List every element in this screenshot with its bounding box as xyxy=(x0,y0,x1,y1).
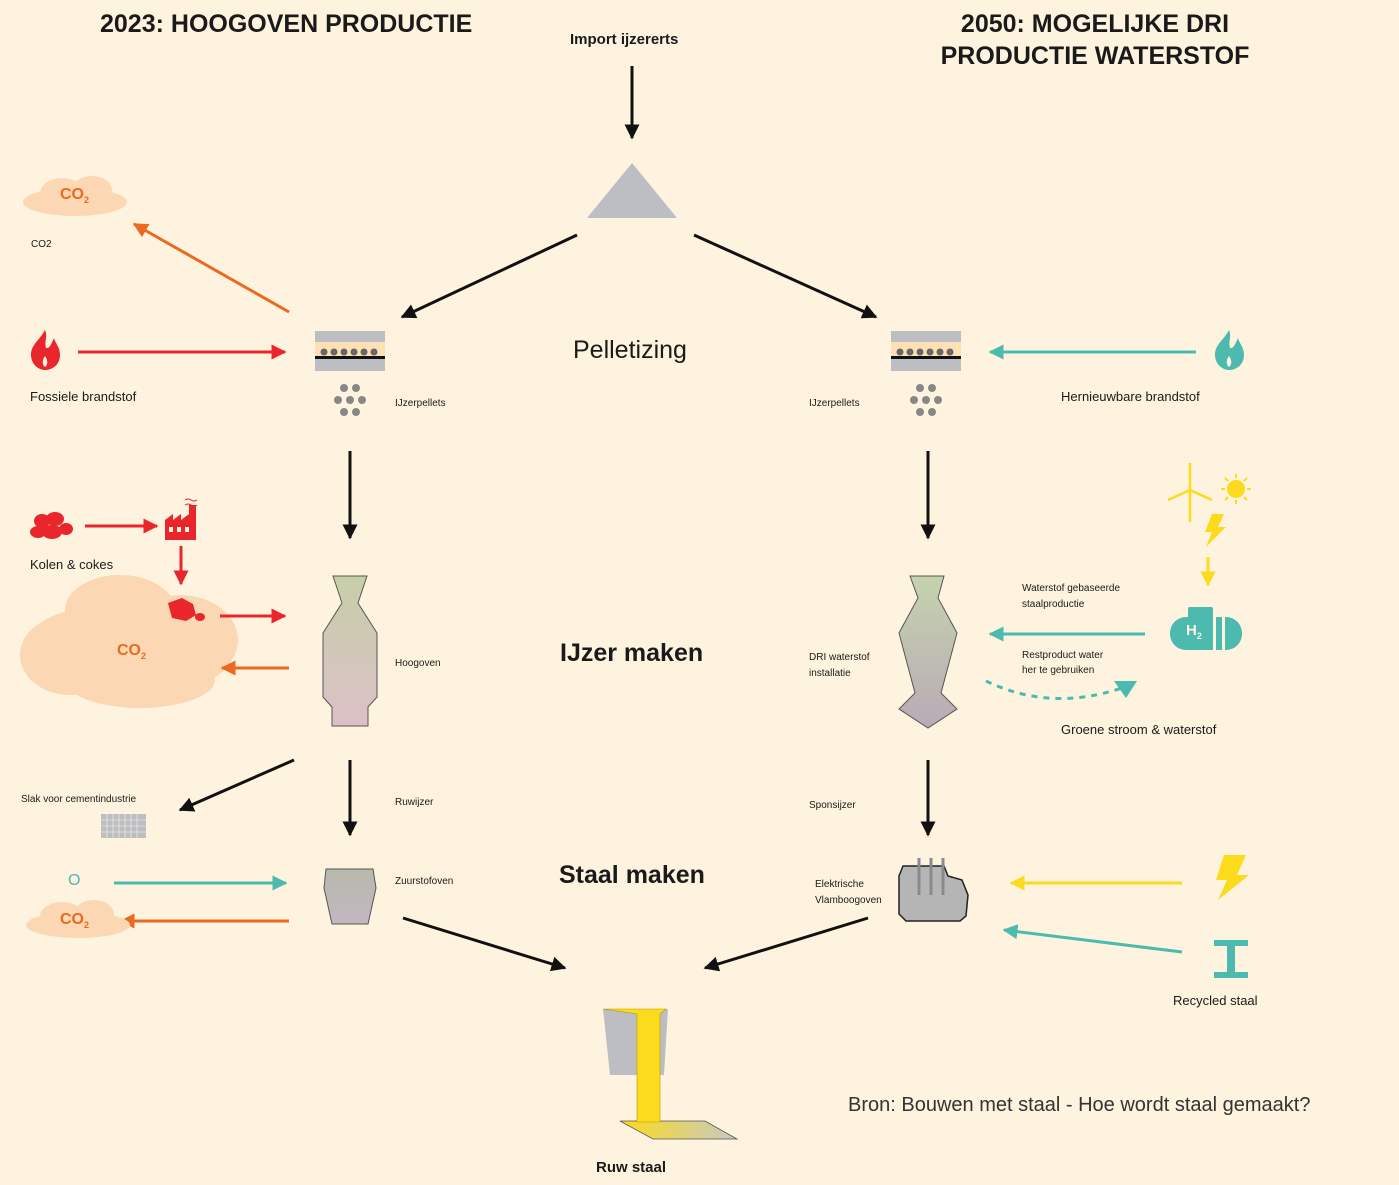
zuurstofoven-label: Zuurstofoven xyxy=(395,876,454,887)
stage-ijzer-maken: IJzer maken xyxy=(560,639,704,667)
wind-turbine-icon xyxy=(1167,463,1213,522)
sponsijzer-label: Sponsijzer xyxy=(809,800,856,811)
groene-stroom-label: Groene stroom & waterstof xyxy=(1061,722,1217,737)
ruw-staal-label: Ruw staal xyxy=(596,1159,667,1176)
arrow-eaf-to-staal xyxy=(703,916,869,972)
slak-label: Slak voor cementindustrie xyxy=(21,794,137,805)
hernieuwbare-brandstof-label: Hernieuwbare brandstof xyxy=(1061,389,1200,404)
coal-icon xyxy=(30,512,73,539)
arrow-to-left-pellet xyxy=(400,233,578,319)
pelletizer-right-icon xyxy=(891,331,961,371)
electric-arc-furnace-icon xyxy=(898,865,969,922)
arrow-water-return xyxy=(985,679,1123,700)
co2-cloud-big-label: CO2 xyxy=(117,642,147,662)
arrow-co2-up xyxy=(132,222,290,314)
title-right: 2050: MOGELIJKE DRI PRODUCTIE WATERSTOF xyxy=(940,10,1250,70)
hoogoven-label: Hoogoven xyxy=(395,658,441,669)
arrow-water-return-head xyxy=(1114,681,1137,698)
blast-furnace-icon xyxy=(322,575,378,727)
co2-cloud-big-icon xyxy=(20,575,238,708)
recycled-staal-label: Recycled staal xyxy=(1173,993,1258,1008)
iron-ore-pile-icon xyxy=(587,163,677,218)
factory-icon xyxy=(165,498,198,540)
oxygen-symbol: O xyxy=(68,872,81,889)
flame-teal-icon xyxy=(1214,330,1244,370)
stage-staal-maken: Staal maken xyxy=(559,861,705,889)
slag-pattern xyxy=(101,814,146,838)
co2-cloud-top-icon xyxy=(23,176,127,216)
co2-label: CO2 xyxy=(31,239,52,250)
ijzerpellets-left-label: IJzerpellets xyxy=(395,398,446,409)
arrow-oxy-to-staal xyxy=(402,916,567,972)
stage-pelletizing: Pelletizing xyxy=(573,336,687,364)
arrow-to-slak xyxy=(178,758,295,812)
fossiele-brandstof-label: Fossiele brandstof xyxy=(30,389,137,404)
co2-cloud-bottom-label: CO2 xyxy=(60,911,90,931)
import-label: Import ijzererts xyxy=(570,31,679,48)
flame-red-icon xyxy=(30,330,60,370)
coke-lump-icon xyxy=(168,598,205,621)
main-flow-arrows xyxy=(178,66,936,972)
kolen-cokes-label: Kolen & cokes xyxy=(30,557,114,572)
ijzerpellets-right-label: IJzerpellets xyxy=(809,398,860,409)
lightning-large-icon xyxy=(1216,855,1249,900)
source-label: Bron: Bouwen met staal - Hoe wordt staal… xyxy=(848,1094,1311,1116)
sun-icon xyxy=(1221,474,1251,504)
ruwijzer-label: Ruwijzer xyxy=(395,797,434,808)
h2-label: H2 xyxy=(1186,622,1202,641)
oxygen-furnace-icon xyxy=(323,868,377,925)
arrow-to-right-pellet xyxy=(693,233,878,319)
hydrogen-tank-icon xyxy=(1170,607,1242,650)
co2-cloud-top-label: CO2 xyxy=(60,186,90,206)
co2-cloud-bottom-icon xyxy=(26,900,130,938)
electrodes-icon xyxy=(917,858,945,895)
title-left: 2023: HOOGOVEN PRODUCTIE xyxy=(100,10,473,38)
steel-slab-icon xyxy=(619,1120,739,1140)
steel-beam-icon xyxy=(1214,940,1248,978)
molten-steel-pour-icon xyxy=(602,1008,667,1123)
pelletizer-left-icon xyxy=(315,331,385,371)
pellets-right-icon xyxy=(910,384,942,416)
arrow-recycled-in xyxy=(1002,924,1183,954)
dri-installation-icon xyxy=(898,575,958,729)
lightning-small-icon xyxy=(1205,514,1226,547)
pellets-left-icon xyxy=(334,384,366,416)
